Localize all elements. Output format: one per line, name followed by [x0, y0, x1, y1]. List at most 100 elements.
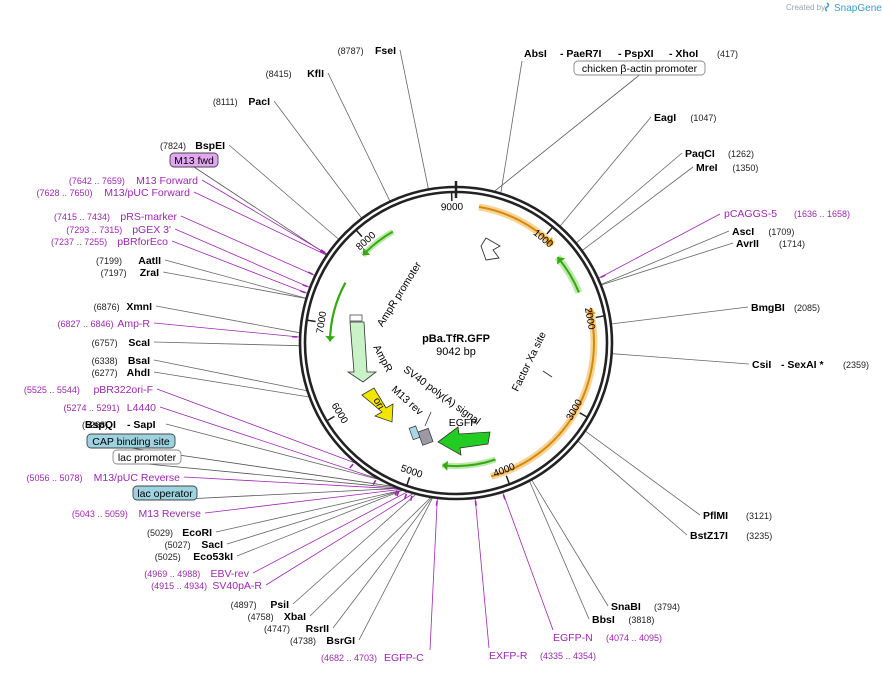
- ampr-block-arrow: [346, 321, 378, 383]
- primer-site-mark: [435, 500, 438, 506]
- enzyme-xbai-pos: (4758): [248, 612, 274, 622]
- enzyme-paqci-leader: [576, 152, 683, 243]
- enzyme-bstz17i: BstZ17I: [690, 530, 728, 542]
- enzyme-bspqi-pos: (5268): [82, 420, 108, 430]
- enzyme-bstz17i-pos: (3235): [746, 531, 772, 541]
- enzyme-asci-pos: (1709): [768, 227, 794, 237]
- ampr-promoter-block: [349, 314, 363, 322]
- primer-pgex3-leader: [174, 228, 310, 288]
- enzyme-scai-leader: [153, 341, 300, 347]
- primer-pcaggs-5-pos: (1636 .. 1658): [794, 209, 850, 219]
- tick-mark: [306, 319, 316, 323]
- enzyme-xbai-leader: [309, 497, 431, 617]
- tfr-cds-core-arrowhead: [586, 308, 596, 316]
- primer-m13-puc-reverse-leader: [183, 476, 398, 490]
- primer-site-mark: [403, 493, 408, 500]
- enzyme-snabi-leader: [531, 480, 609, 607]
- enzyme-bstz17i-leader: [578, 441, 688, 536]
- tick-mark: [505, 475, 511, 485]
- primer-m13-puc-forward-pos: (7628 .. 7650): [36, 188, 92, 198]
- chicken-promoter-label: chicken β-actin promoter: [582, 63, 698, 75]
- enzyme-paci-pos: (8111): [213, 97, 238, 107]
- enzyme-asci-leader: [601, 230, 730, 285]
- primer-m13-reverse-pos: (5043 .. 5059): [72, 509, 128, 519]
- enzyme-bmgbi-pos: (2085): [794, 303, 820, 313]
- chicken-promoter-label-leader: [494, 74, 640, 192]
- enzyme-mrei-pos: (1350): [732, 163, 758, 173]
- enzyme-eco53ki-leader: [236, 490, 403, 557]
- enzyme-ecori-pos: (5029): [147, 528, 173, 538]
- enzyme-fsei-leader: [399, 49, 429, 189]
- enzyme-paci: PacI: [248, 96, 270, 108]
- enzyme-bsrgi-pos: (4738): [290, 636, 316, 646]
- enzyme-bsai-pos: (6338): [92, 356, 118, 366]
- enzyme-psii-leader: [292, 494, 416, 605]
- ampr-promoter-label: AmpR promoter: [375, 259, 425, 329]
- enzyme-psii: PsiI: [270, 599, 289, 611]
- enzyme-pflmi: PflMI: [703, 510, 728, 522]
- primer-site-mark: [394, 490, 398, 496]
- enzyme-snabi-pos: (3794): [654, 602, 680, 612]
- enzyme-rsrii-pos: (4747): [264, 624, 290, 634]
- enzyme-fsei-pos: (8787): [338, 46, 364, 56]
- primer-m13-puc-reverse-pos: (5056 .. 5078): [26, 473, 82, 483]
- primer-egfp-n-pos: (4074 .. 4095): [606, 633, 662, 643]
- primer-site-mark: [372, 479, 377, 485]
- enzyme-snabi: SnaBI: [611, 601, 641, 613]
- lac-operator-label: lac operator: [137, 488, 193, 500]
- plasmid-name: pBa.TfR.GFP: [422, 333, 490, 345]
- enzyme-ahdi-pos: (6277): [92, 368, 118, 378]
- m13-fwd-label: M13 fwd: [174, 155, 214, 167]
- sv40-polya-block: [417, 427, 434, 446]
- tick-mark: [595, 315, 605, 319]
- enzyme-mrei-leader: [582, 166, 694, 251]
- enzyme-xmni: XmnI: [126, 301, 152, 313]
- enzyme-xbai: XbaI: [284, 611, 306, 623]
- primer-pgex3-pos: (7293 .. 7315): [66, 225, 122, 235]
- primer-l4440-pos: (5274 .. 5291): [63, 403, 119, 413]
- intron-core-arrowhead: [557, 257, 565, 265]
- enzyme-aatii: AatII: [138, 255, 161, 267]
- enzyme-eco53ki: Eco53kI: [193, 551, 233, 563]
- factor-xa-label: Factor Xa site: [510, 330, 549, 394]
- enzyme-bsrgi: BsrGI: [326, 635, 355, 647]
- primer-egfp-n: EGFP-N: [553, 632, 593, 644]
- enzyme-rsrii: RsrII: [306, 623, 329, 635]
- primer-site-mark: [320, 249, 326, 254]
- enzyme-scai-pos: (6757): [92, 338, 118, 348]
- enzyme-ecori-leader: [215, 489, 402, 533]
- enzyme-kfli-leader: [327, 72, 391, 201]
- enzyme-absi-leader: [500, 60, 523, 193]
- enzyme-csii-leader: [612, 353, 750, 365]
- primer-pbrforeco: pBRforEco: [117, 236, 168, 248]
- primer-site-mark: [302, 284, 308, 288]
- tfr-cds-core: [490, 308, 595, 478]
- enzyme-bbsi-pos: (3818): [628, 615, 654, 625]
- enhancer-arrow: [480, 237, 501, 261]
- enzyme-ahdi-leader: [153, 371, 309, 398]
- tick-mark: [326, 415, 335, 422]
- primer-pbrforeco-leader: [171, 240, 308, 294]
- primer-pgex3: pGEX 3': [132, 224, 171, 236]
- tick-mark: [355, 229, 363, 238]
- primer-site-mark: [409, 495, 413, 501]
- linker-core-arrowhead: [442, 460, 448, 471]
- enzyme-bsai-leader: [153, 359, 307, 391]
- enzyme-ahdi: AhdI: [127, 367, 150, 379]
- enzyme-scai: ScaI: [128, 337, 150, 349]
- enzyme-pflmi-leader: [585, 431, 701, 516]
- primer-m13-puc-forward-leader: [193, 191, 327, 256]
- enzyme-bsrgi-leader: [358, 498, 433, 641]
- lac-promoter-label-leader: [146, 463, 396, 489]
- lac-operator-label-leader: [164, 488, 398, 501]
- ampr-outer-arrow-arrowhead: [325, 335, 336, 342]
- chicken-actin-promoter-core-arrowhead: [545, 237, 553, 245]
- ori-label: ori: [370, 395, 386, 411]
- primer-pbr322ori-f-pos: (5525 .. 5544): [24, 385, 80, 395]
- enzyme-kfli: KflI: [307, 68, 324, 80]
- primer-site-mark: [396, 491, 400, 497]
- enzyme-avrii-pos: (1714): [779, 239, 805, 249]
- enzyme-xmni-leader: [155, 305, 300, 334]
- primer-l4440: L4440: [127, 402, 156, 414]
